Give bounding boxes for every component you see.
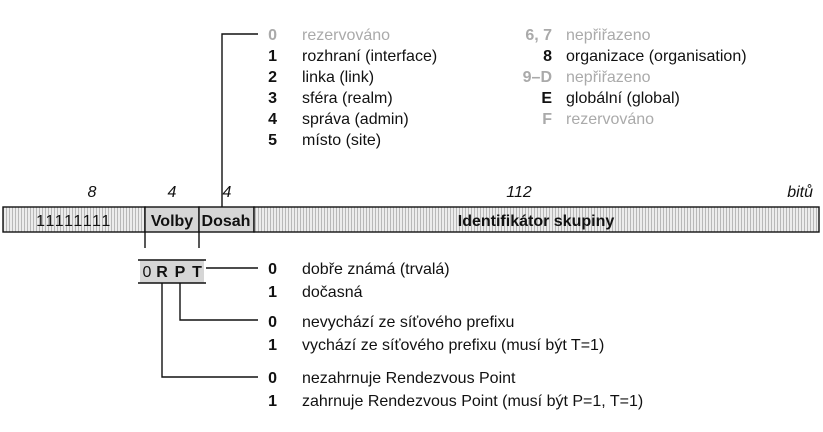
- flag-bit-r: R: [156, 264, 168, 281]
- t-flag-code: 1: [268, 284, 277, 301]
- scope-code: 4: [268, 111, 277, 128]
- p-flag-desc: vychází ze síťového prefixu (musí být T=…: [302, 337, 604, 354]
- scope-code: 0: [268, 27, 277, 44]
- scope-desc: nepřiřazeno: [566, 27, 651, 44]
- t-flag-code: 0: [268, 261, 277, 278]
- flag-meanings: 0 dobře známá (trvalá) 1 dočasná 0 nevyc…: [268, 261, 643, 410]
- flags-bit-width: 4: [168, 184, 177, 201]
- flag-bit-p: P: [175, 264, 186, 281]
- prefix-bits-value: 11111111: [36, 213, 112, 230]
- group-id-bit-width: 112: [506, 184, 532, 201]
- flags-field: [144, 206, 200, 233]
- scope-desc: rezervováno: [302, 27, 390, 44]
- group-id-field-label: Identifikátor skupiny: [458, 213, 615, 230]
- scope-code: 5: [268, 132, 277, 149]
- r-flag-desc: zahrnuje Rendezvous Point (musí být P=1,…: [302, 393, 643, 410]
- scope-field: [198, 206, 255, 233]
- scope-values-list: 0 rezervováno 1 rozhraní (interface) 2 l…: [268, 27, 746, 149]
- scope-desc: místo (site): [302, 132, 381, 149]
- p-flag-connector: [179, 283, 258, 321]
- scope-desc: organizace (organisation): [566, 48, 747, 65]
- scope-code: 3: [268, 90, 277, 107]
- flag-bit-t: T: [192, 264, 202, 281]
- r-flag-connector: [161, 283, 258, 378]
- t-flag-desc: dobře známá (trvalá): [302, 261, 450, 278]
- flags-detail-background: [140, 260, 204, 283]
- r-flag-code: 0: [268, 370, 277, 387]
- scope-desc: linka (link): [302, 69, 374, 86]
- scope-bit-width: 4: [223, 184, 232, 201]
- address-field-bar: 11111111 Volby Dosah Identifikátor skupi…: [2, 206, 820, 233]
- scope-code: E: [541, 90, 552, 107]
- flag-bit-zero: 0: [143, 264, 152, 281]
- scope-field-label: Dosah: [202, 213, 251, 230]
- prefix-bit-width: 8: [88, 184, 97, 201]
- flags-field-label: Volby: [151, 213, 193, 230]
- p-flag-code: 1: [268, 337, 277, 354]
- p-flag-code: 0: [268, 314, 277, 331]
- scope-code: 2: [268, 69, 277, 86]
- scope-desc: rezervováno: [566, 111, 654, 128]
- scope-desc: sféra (realm): [302, 90, 393, 107]
- r-flag-code: 1: [268, 393, 277, 410]
- p-flag-desc: nevychází ze síťového prefixu: [302, 314, 514, 331]
- scope-connector: [221, 33, 258, 207]
- bit-width-labels: 8 4 4 112 bitů: [88, 183, 814, 201]
- scope-code: 6, 7: [525, 27, 552, 44]
- scope-code: 8: [543, 48, 552, 65]
- scope-code: 9–D: [523, 69, 552, 86]
- bits-unit-label: bitů: [787, 183, 813, 201]
- scope-code: 1: [268, 48, 277, 65]
- r-flag-desc: nezahrnuje Rendezvous Point: [302, 370, 516, 387]
- scope-desc: rozhraní (interface): [302, 48, 437, 65]
- scope-desc: správa (admin): [302, 111, 409, 128]
- t-flag-desc: dočasná: [302, 284, 363, 301]
- scope-desc: globální (global): [566, 90, 680, 107]
- prefix-field: [2, 206, 146, 233]
- group-id-field: [253, 206, 820, 233]
- scope-code: F: [542, 111, 552, 128]
- scope-desc: nepřiřazeno: [566, 69, 651, 86]
- flags-detail-box: 0 R P T: [138, 259, 206, 284]
